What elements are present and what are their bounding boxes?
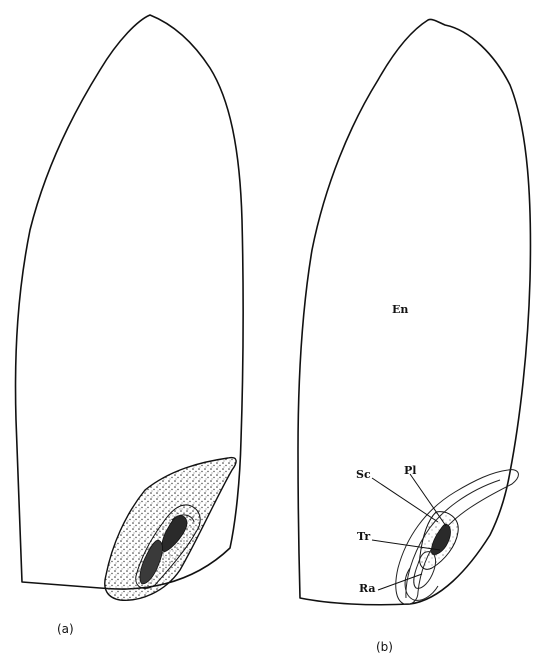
label-pl: Pl	[404, 464, 416, 477]
caption-a: (a)	[57, 622, 74, 636]
leader-pl	[410, 474, 446, 526]
embryo-a	[105, 458, 236, 601]
label-en: En	[392, 303, 408, 316]
grain-b: En Sc Pl Tr Ra (b)	[298, 19, 530, 654]
grain-a: (a)	[16, 15, 244, 636]
grain-b-outline	[298, 19, 530, 604]
label-ra: Ra	[359, 582, 376, 595]
label-sc: Sc	[356, 468, 371, 481]
caption-b: (b)	[376, 640, 393, 654]
label-tr: Tr	[357, 530, 370, 543]
embryo-b	[396, 470, 519, 605]
